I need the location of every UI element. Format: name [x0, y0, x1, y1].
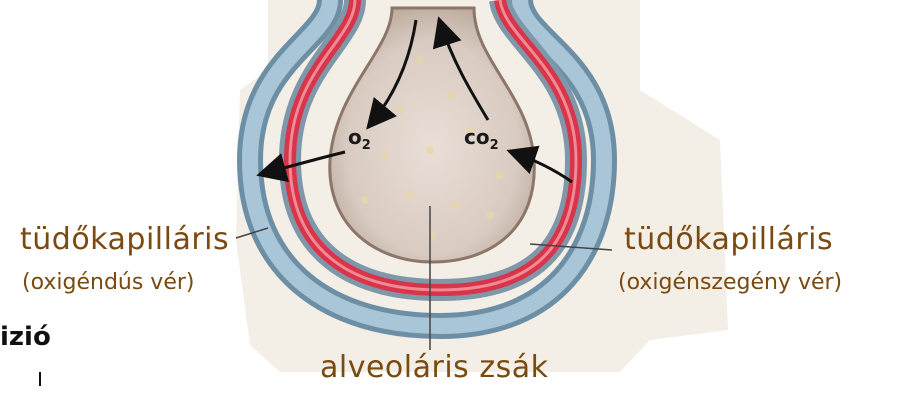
alveolar-sac-label: alveoláris zsák: [320, 350, 548, 385]
left-capillary-sublabel: (oxigéndús vér): [22, 270, 195, 295]
left-capillary-label: tüdőkapilláris: [20, 222, 229, 257]
right-capillary-label: tüdőkapilláris: [624, 222, 833, 257]
cropped-heading-fragment: izió: [0, 322, 51, 352]
right-capillary-sublabel: (oxigénszegény vér): [618, 270, 842, 295]
